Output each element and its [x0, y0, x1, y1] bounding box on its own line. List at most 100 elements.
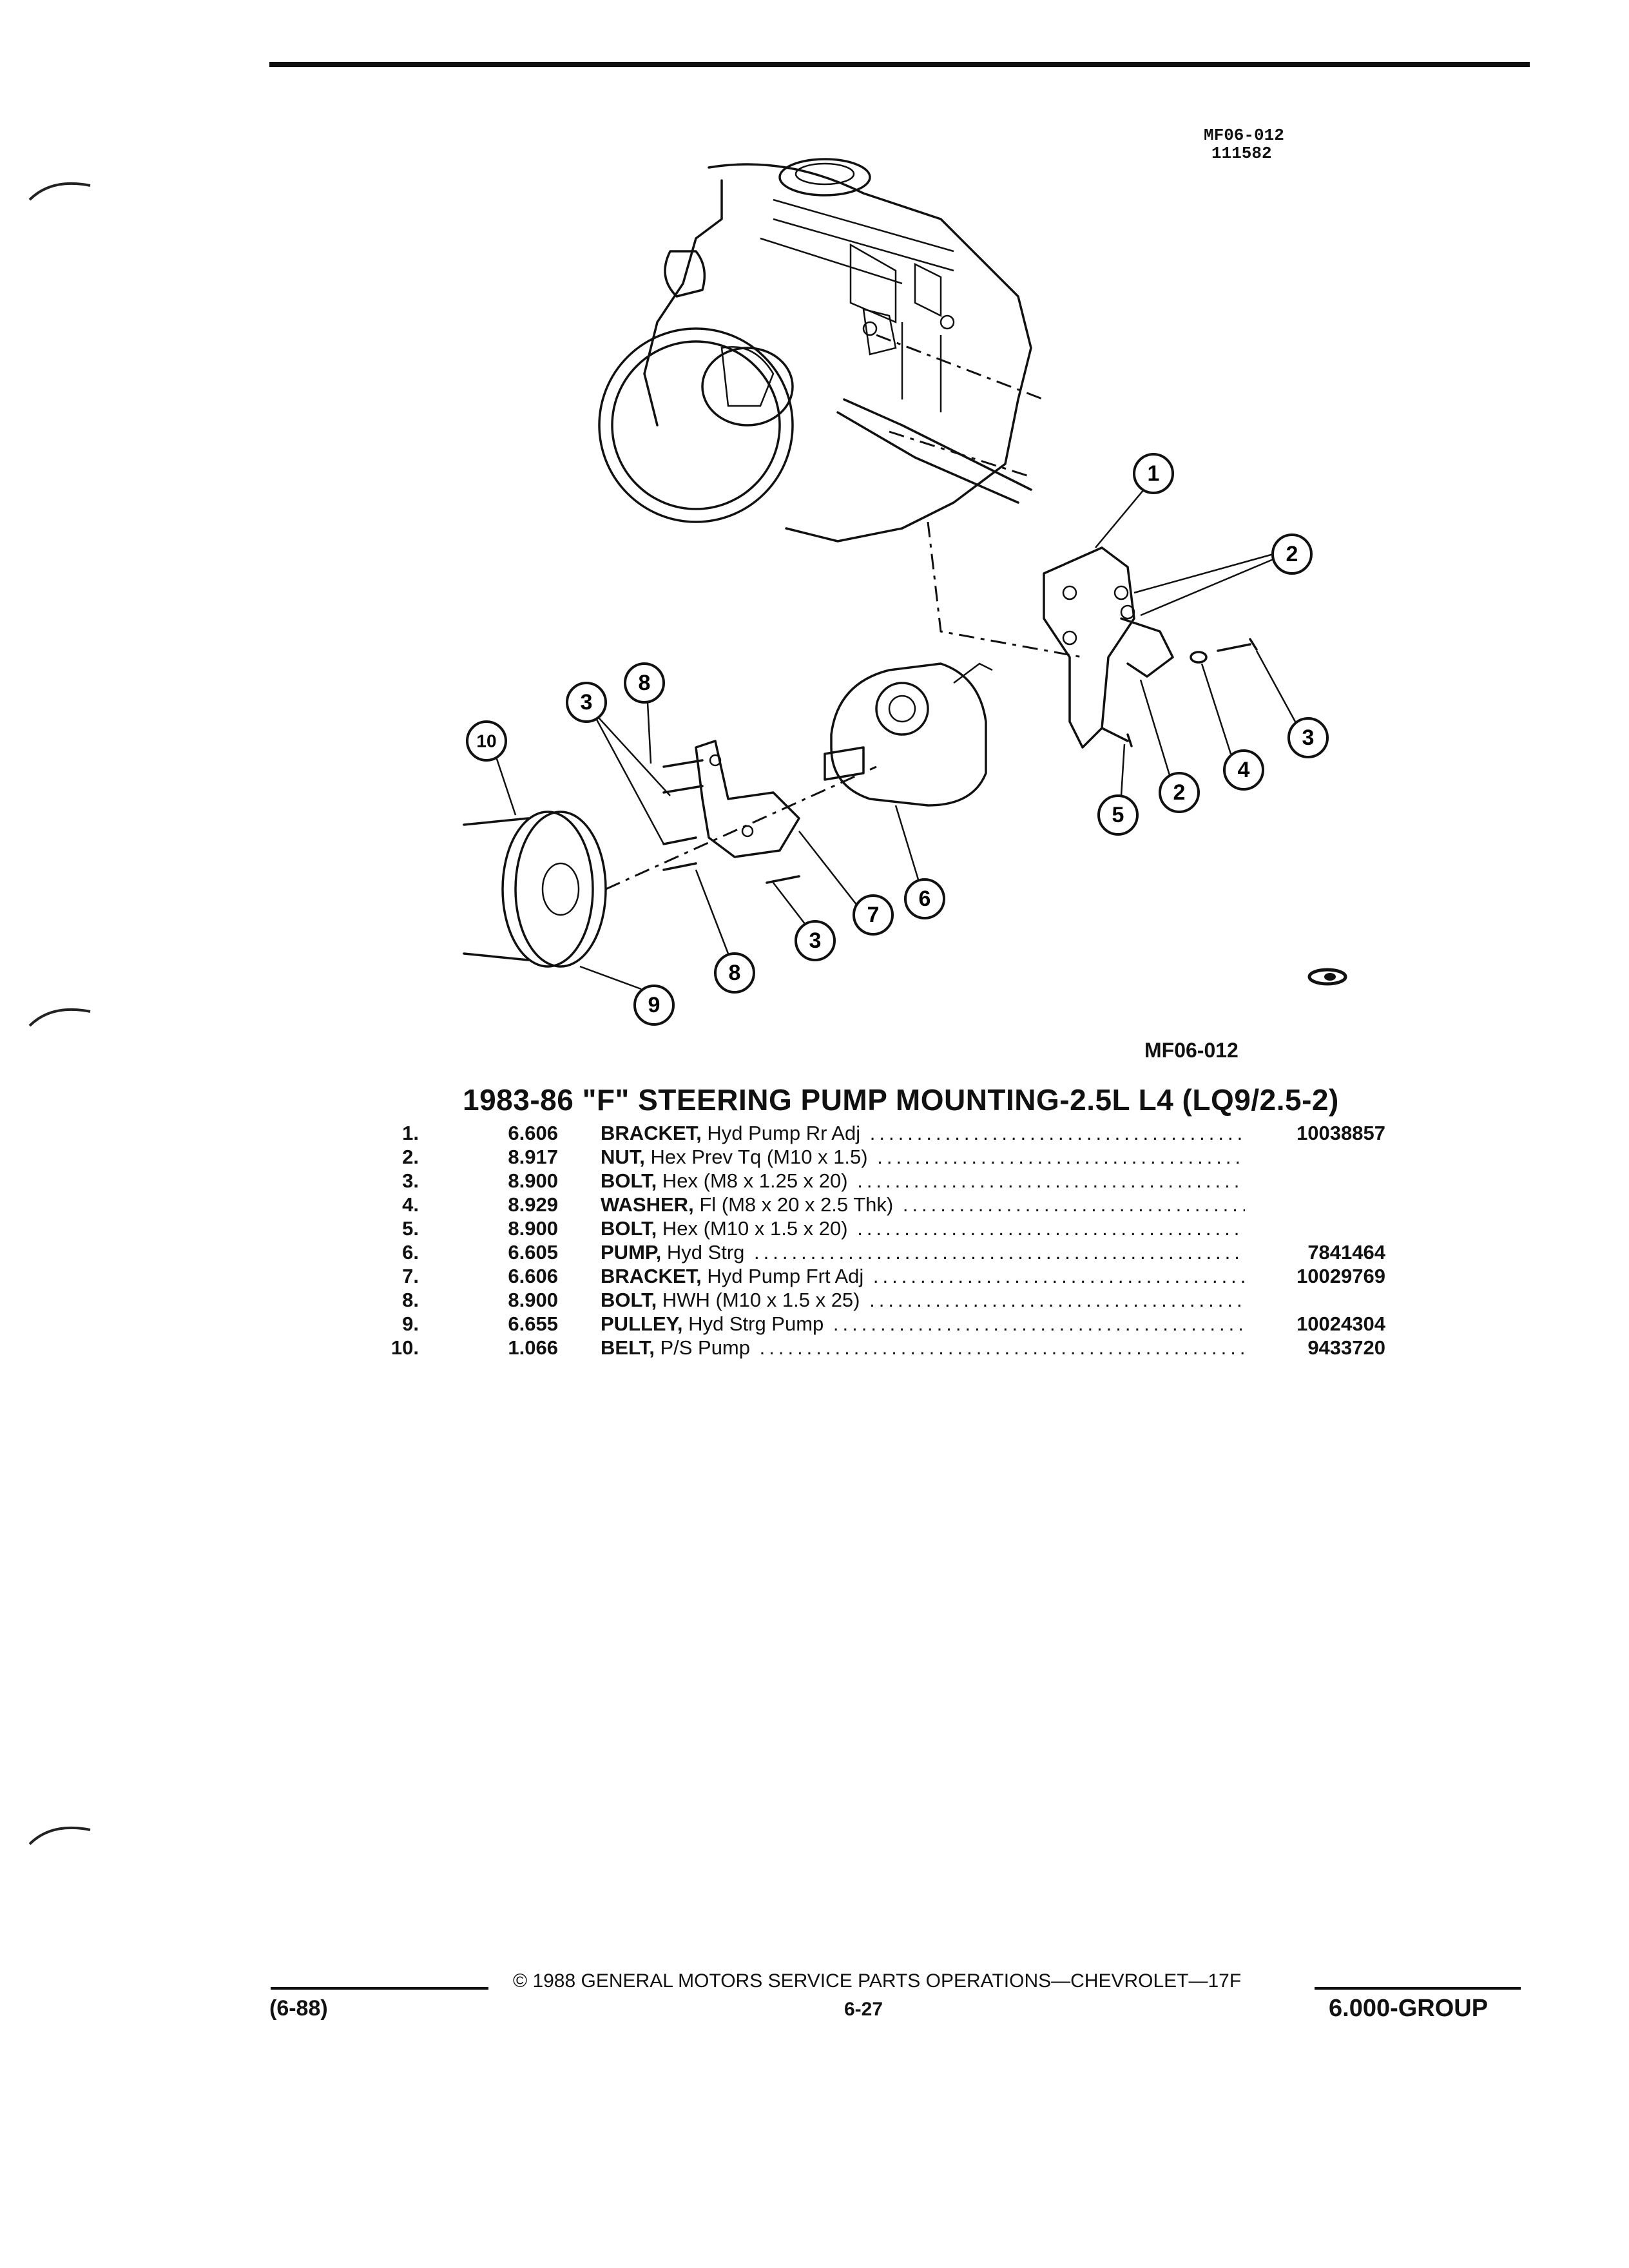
footer-date-code: (6-88) [269, 1996, 328, 2021]
part-spec: Hyd Strg [666, 1241, 745, 1264]
svg-text:7: 7 [867, 903, 880, 927]
binder-hole-mark [28, 1826, 91, 1845]
leader-dots: ........................................… [857, 1169, 1245, 1192]
svg-text:8: 8 [639, 671, 651, 695]
part-noun: PULLEY, [601, 1312, 683, 1335]
svg-text:2: 2 [1286, 542, 1298, 566]
part-description: BOLT, HWH (M10 x 1.5 x 25) .............… [601, 1288, 1245, 1312]
part-description: NUT, Hex Prev Tq (M10 x 1.5) ...........… [601, 1145, 1245, 1169]
svg-text:3: 3 [1302, 726, 1315, 750]
footer-rule [1315, 1987, 1521, 1990]
part-number: 7841464 [1307, 1241, 1385, 1264]
part-number: 10029769 [1296, 1265, 1385, 1287]
callout-3: 3 [1255, 650, 1329, 758]
part-group-number: 6.606 [508, 1265, 558, 1287]
part-noun: BOLT, [601, 1289, 657, 1311]
part-description: BOLT, Hex (M8 x 1.25 x 20) .............… [601, 1169, 1245, 1193]
figure-code: MF06-012 [1144, 1039, 1239, 1062]
part-description: BRACKET, Hyd Pump Frt Adj ..............… [601, 1264, 1245, 1288]
part-spec: Hyd Strg Pump [688, 1312, 824, 1335]
callout-1: 1 [1095, 453, 1174, 548]
svg-text:3: 3 [809, 928, 822, 953]
front-bracket-drawing [662, 740, 800, 884]
part-group-number: 8.900 [508, 1217, 558, 1240]
pulley-drawing [463, 811, 607, 968]
part-index: 7. [402, 1265, 419, 1287]
callout-8: 8 [624, 662, 665, 764]
callout-3: 3 [773, 882, 836, 961]
part-group-number: 8.929 [508, 1193, 558, 1216]
part-description: BRACKET, Hyd Pump Rr Adj ...............… [601, 1121, 1245, 1145]
svg-text:8: 8 [729, 961, 741, 985]
part-spec: Hyd Pump Rr Adj [707, 1122, 861, 1144]
drawing-reference-code: MF06-012 111582 [1204, 126, 1284, 162]
leader-dots: ........................................… [754, 1241, 1245, 1264]
drawing-reference-code-line2: 111582 [1211, 144, 1272, 163]
part-index: 10. [390, 1336, 419, 1359]
svg-text:4: 4 [1238, 758, 1250, 782]
part-index: 8. [402, 1289, 419, 1311]
footer-page-number: 6-27 [844, 1999, 883, 2020]
part-spec: HWH (M10 x 1.5 x 25) [662, 1289, 860, 1311]
svg-text:10: 10 [476, 731, 496, 751]
part-number: 10038857 [1296, 1122, 1385, 1144]
part-noun: PUMP, [601, 1241, 662, 1264]
binder-hole-mark [28, 1008, 91, 1027]
part-number: 9433720 [1307, 1336, 1385, 1359]
engine-block-drawing [598, 158, 1032, 543]
parts-list: 1. 6.606 BRACKET, Hyd Pump Rr Adj ........… [380, 1121, 1385, 1360]
part-number: 10024304 [1296, 1312, 1385, 1335]
part-row: 4. 8.929 WASHER, Fl (M8 x 20 x 2.5 Thk) ..… [380, 1193, 1385, 1216]
callout-3: 3 [566, 682, 671, 845]
svg-text:6: 6 [919, 887, 931, 911]
callout-2: 2 [1139, 679, 1200, 813]
svg-text:2: 2 [1173, 780, 1186, 805]
part-index: 4. [402, 1193, 419, 1216]
part-index: 1. [402, 1122, 419, 1144]
alignment-line [876, 334, 1045, 401]
part-noun: BELT, [601, 1336, 655, 1359]
part-description: WASHER, Fl (M8 x 20 x 2.5 Thk) .........… [601, 1193, 1245, 1216]
part-description: PUMP, Hyd Strg .........................… [601, 1240, 1245, 1264]
steering-pump-exploded-diagram: 1 2 2 3 3 3 4 5 6 7 8 8 9 10 [463, 158, 1329, 1026]
rear-bracket-drawing [1043, 546, 1174, 749]
part-index: 2. [402, 1146, 419, 1168]
footer-copyright: © 1988 GENERAL MOTORS SERVICE PARTS OPER… [513, 1970, 1242, 1992]
callout-8: 8 [695, 869, 755, 994]
alignment-line [889, 430, 1032, 478]
part-noun: BRACKET, [601, 1265, 702, 1287]
part-spec: Fl (M8 x 20 x 2.5 Thk) [699, 1193, 894, 1216]
svg-text:3: 3 [581, 690, 593, 715]
svg-text:9: 9 [648, 993, 660, 1017]
alignment-line [927, 521, 1083, 658]
part-row: 7. 6.606 BRACKET, Hyd Pump Frt Adj .......… [380, 1264, 1385, 1288]
alignment-line [605, 765, 877, 890]
part-noun: BOLT, [601, 1169, 657, 1192]
part-description: PULLEY, Hyd Strg Pump ..................… [601, 1312, 1245, 1336]
leader-dots: ........................................… [833, 1312, 1245, 1335]
callout-10: 10 [466, 720, 517, 816]
part-index: 5. [402, 1217, 419, 1240]
svg-text:5: 5 [1112, 803, 1124, 827]
pump-drawing [824, 662, 993, 807]
part-spec: Hex (M8 x 1.25 x 20) [662, 1169, 848, 1192]
footer-rule [271, 1987, 488, 1990]
section-title: 1983-86 "F" STEERING PUMP MOUNTING-2.5L … [463, 1083, 1339, 1117]
part-spec: Hyd Pump Frt Adj [707, 1265, 864, 1287]
part-noun: BOLT, [601, 1217, 657, 1240]
part-group-number: 1.066 [508, 1336, 558, 1359]
bolt-drawing [1217, 638, 1258, 652]
part-noun: NUT, [601, 1146, 645, 1168]
washer-drawing [1190, 651, 1208, 664]
part-spec: P/S Pump [660, 1336, 750, 1359]
part-group-number: 8.900 [508, 1289, 558, 1311]
part-group-number: 8.900 [508, 1169, 558, 1192]
binder-hole-mark [28, 182, 91, 201]
leader-dots: ........................................… [902, 1193, 1245, 1216]
